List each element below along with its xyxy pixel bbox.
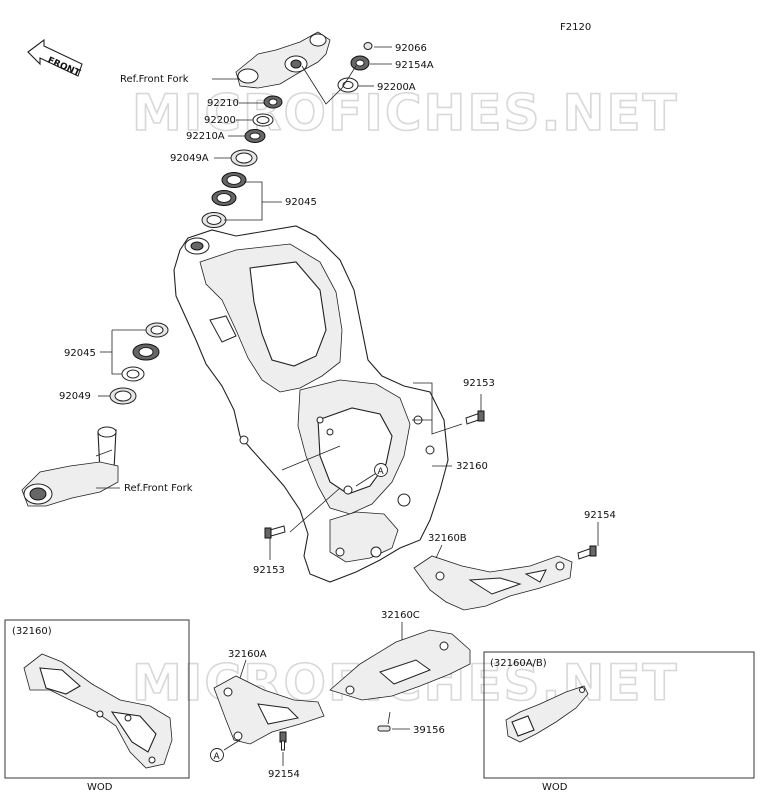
cap-92066 — [363, 42, 373, 50]
label-32160B: 32160B — [428, 533, 467, 544]
bolt-92154-right — [577, 545, 597, 560]
label-ref-front-fork-top: Ref.Front Fork — [120, 74, 189, 85]
label-92045-top: 92045 — [285, 197, 317, 208]
label-32160: 32160 — [456, 461, 488, 472]
inset-right: (32160A/B) WOD — [483, 651, 755, 793]
lower-triple-clamp — [21, 426, 119, 507]
label-32160C: 32160C — [381, 610, 420, 621]
label-92066: 92066 — [395, 43, 427, 54]
inset-left: (32160) WOD — [4, 619, 190, 793]
watermark-top: MICROFICHES.NET — [132, 84, 679, 142]
inset-right-title: (32160A/B) — [490, 658, 547, 669]
label-92153-right: 92153 — [463, 378, 495, 389]
label-92154-bottom: 92154 — [268, 769, 300, 780]
label-92210: 92210 — [207, 98, 239, 109]
callout-a-lower — [210, 748, 224, 762]
diagram-code: F2120 — [560, 22, 591, 33]
inset-left-caption: WOD — [87, 782, 113, 793]
label-92200A: 92200A — [377, 82, 416, 93]
front-arrow-icon: FRONT — [27, 38, 83, 79]
label-92200: 92200 — [204, 115, 236, 126]
callout-a-upper — [374, 463, 388, 477]
label-92210A: 92210A — [186, 131, 225, 142]
inset-right-caption: WOD — [542, 782, 568, 793]
label-92154A: 92154A — [395, 60, 434, 71]
bracket-32160B — [413, 555, 573, 611]
label-ref-front-fork-bottom: Ref.Front Fork — [124, 483, 193, 494]
bolt-92153-left — [264, 525, 286, 539]
callout-a-upper-text: A — [378, 467, 385, 477]
label-32160A: 32160A — [228, 649, 267, 660]
label-39156: 39156 — [413, 725, 445, 736]
inset-left-title: (32160) — [12, 626, 52, 637]
leader-lines — [95, 46, 599, 766]
label-92153-left: 92153 — [253, 565, 285, 576]
bolt-92154-bottom — [279, 731, 287, 751]
main-frame-32160 — [173, 225, 449, 583]
label-92154-right: 92154 — [584, 510, 616, 521]
label-92045-left: 92045 — [64, 348, 96, 359]
label-92049A: 92049A — [170, 153, 209, 164]
upper-triple-clamp — [235, 31, 331, 89]
pin-39156 — [377, 725, 391, 732]
bracket-32160C — [329, 629, 471, 701]
bolt-92153-right — [465, 410, 485, 425]
callout-a-lower-text: A — [214, 752, 221, 762]
bracket-32160A — [213, 675, 325, 745]
label-92049: 92049 — [59, 391, 91, 402]
